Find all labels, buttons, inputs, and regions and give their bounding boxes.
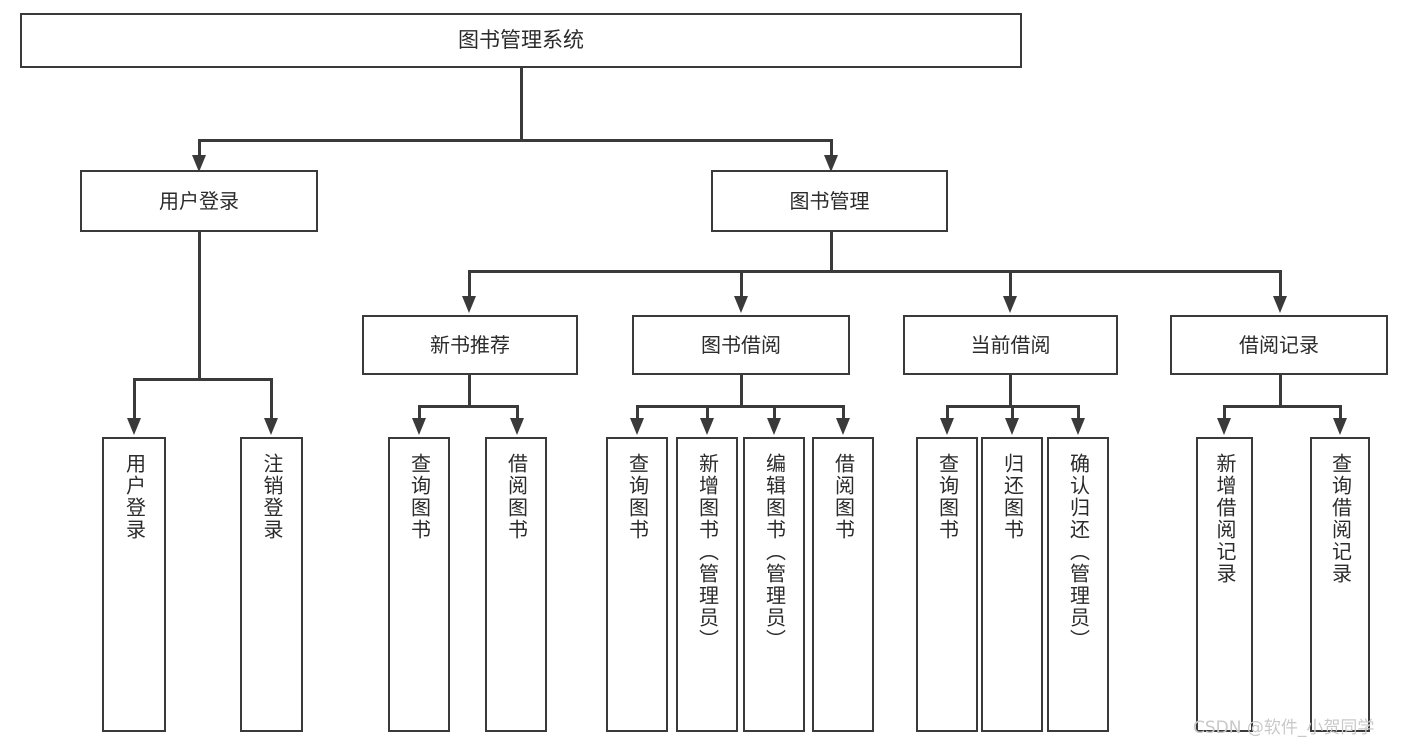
connector-new-book-branch-1 <box>418 405 421 421</box>
leaf-node-add-record[interactable]: 新增借阅记录 <box>1196 437 1253 732</box>
arrow-leaf-return-book <box>1005 418 1019 435</box>
connector-current-borrow-branch-2 <box>1011 405 1014 421</box>
arrow-to-current-borrow <box>1003 296 1017 313</box>
node-label: 借阅记录 <box>1239 332 1319 357</box>
leaf-node-query-book-c[interactable]: 查询图书 <box>916 437 978 732</box>
connector-to-current-borrow <box>1009 270 1012 300</box>
arrow-to-book-borrow <box>734 296 748 313</box>
connector-new-book-stem <box>468 375 471 407</box>
leaf-label: 归还图书 <box>1000 453 1025 541</box>
connector-level2-rail <box>198 139 832 142</box>
connector-borrow-record-branch-2 <box>1339 405 1342 421</box>
leaf-node-query-record[interactable]: 查询借阅记录 <box>1310 437 1370 732</box>
arrow-leaf-query-book-c <box>940 418 954 435</box>
leaf-node-borrow-book-a[interactable]: 借阅图书 <box>485 437 547 732</box>
arrow-leaf-borrow-book-a <box>510 418 524 435</box>
arrow-leaf-user-login <box>127 418 141 435</box>
connector-new-book-rail <box>418 405 518 408</box>
node-new-book-recommend[interactable]: 新书推荐 <box>362 315 578 375</box>
connector-user-login-stem <box>198 232 201 380</box>
arrow-leaf-query-book-b <box>630 418 644 435</box>
connector-to-book-borrow <box>740 270 743 300</box>
connector-to-borrow-record <box>1279 270 1282 300</box>
arrow-leaf-borrow-book-b <box>836 418 850 435</box>
connector-level3-rail <box>468 270 1280 273</box>
connector-user-login-branch-2 <box>270 378 273 421</box>
node-book-manage[interactable]: 图书管理 <box>711 170 948 232</box>
leaf-label: 查询图书 <box>935 453 960 541</box>
connector-book-borrow-branch-4 <box>842 405 845 421</box>
arrow-leaf-query-record <box>1333 418 1347 435</box>
leaf-label: 查询图书 <box>407 453 432 541</box>
leaf-node-return-book[interactable]: 归还图书 <box>981 437 1043 732</box>
connector-book-borrow-branch-1 <box>636 405 639 421</box>
connector-book-borrow-branch-2 <box>706 405 709 421</box>
leaf-label: 借阅图书 <box>504 453 529 541</box>
leaf-node-query-book-b[interactable]: 查询图书 <box>606 437 668 732</box>
leaf-node-add-book[interactable]: 新增图书（管理员） <box>676 437 738 732</box>
leaf-label: 查询借阅记录 <box>1328 453 1353 585</box>
connector-user-login-rail <box>133 378 273 381</box>
node-user-login[interactable]: 用户登录 <box>80 170 318 232</box>
leaf-node-user-login[interactable]: 用户登录 <box>102 437 166 732</box>
node-book-borrow[interactable]: 图书借阅 <box>632 315 850 375</box>
connector-book-borrow-rail <box>636 405 844 408</box>
connector-to-new-book-recommend <box>468 270 471 300</box>
arrow-leaf-edit-book <box>767 418 781 435</box>
connector-user-login-branch-1 <box>133 378 136 421</box>
node-label: 新书推荐 <box>430 332 510 357</box>
connector-borrow-record-rail <box>1223 405 1341 408</box>
leaf-node-user-logout[interactable]: 注销登录 <box>240 437 303 732</box>
connector-new-book-branch-2 <box>516 405 519 421</box>
leaf-label: 用户登录 <box>122 453 147 541</box>
leaf-label: 查询图书 <box>625 453 650 541</box>
connector-root-stem <box>520 68 523 140</box>
leaf-label: 确认归还（管理员） <box>1066 453 1091 651</box>
arrow-to-user-login <box>192 155 206 172</box>
connector-borrow-record-branch-1 <box>1223 405 1226 421</box>
arrow-to-new-book-recommend <box>462 296 476 313</box>
arrow-leaf-add-record <box>1217 418 1231 435</box>
arrow-leaf-confirm-return <box>1071 418 1085 435</box>
arrow-to-borrow-record <box>1273 296 1287 313</box>
node-label: 图书管理 <box>789 188 870 213</box>
arrow-leaf-user-logout <box>264 418 278 435</box>
connector-to-user-login <box>198 139 201 161</box>
leaf-label: 编辑图书（管理员） <box>762 453 787 651</box>
node-borrow-record[interactable]: 借阅记录 <box>1170 315 1388 375</box>
node-root-book-management-system[interactable]: 图书管理系统 <box>20 13 1022 68</box>
node-label: 图书借阅 <box>701 332 781 357</box>
connector-book-borrow-branch-3 <box>773 405 776 421</box>
leaf-label: 借阅图书 <box>831 453 856 541</box>
node-label: 当前借阅 <box>970 332 1051 357</box>
connector-current-borrow-branch-3 <box>1077 405 1080 421</box>
node-label: 图书管理系统 <box>458 27 584 52</box>
leaf-label: 新增图书（管理员） <box>695 453 720 651</box>
arrow-leaf-add-book <box>700 418 714 435</box>
leaf-node-confirm-return[interactable]: 确认归还（管理员） <box>1047 437 1109 732</box>
node-label: 用户登录 <box>159 188 239 213</box>
connector-current-borrow-stem <box>1009 375 1012 407</box>
leaf-node-borrow-book-b[interactable]: 借阅图书 <box>812 437 874 732</box>
connector-borrow-record-stem <box>1279 375 1282 407</box>
leaf-node-query-book-a[interactable]: 查询图书 <box>388 437 450 732</box>
leaf-node-edit-book[interactable]: 编辑图书（管理员） <box>743 437 805 732</box>
connector-book-manage-stem <box>830 232 833 272</box>
connector-to-book-manage <box>830 139 833 161</box>
arrow-leaf-query-book-a <box>412 418 426 435</box>
connector-current-borrow-branch-1 <box>946 405 949 421</box>
arrow-to-book-manage <box>824 155 838 172</box>
leaf-label: 新增借阅记录 <box>1213 453 1237 585</box>
node-current-borrow[interactable]: 当前借阅 <box>903 315 1118 375</box>
connector-book-borrow-stem <box>740 375 743 407</box>
leaf-label: 注销登录 <box>260 453 284 541</box>
